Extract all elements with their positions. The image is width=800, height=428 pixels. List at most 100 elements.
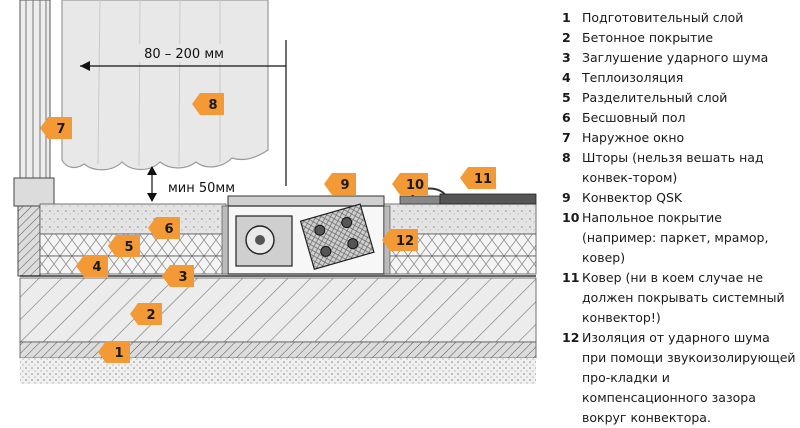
badge-label-11: 11 (474, 172, 492, 187)
legend-text: Бетонное покрытие (582, 30, 714, 45)
badge-shape-6 (148, 217, 180, 239)
curtain (61, 0, 269, 171)
curtain-fold-1 (97, 0, 101, 165)
legend-text: Шторы (нельзя вешать над конвек-торoм) (582, 150, 764, 185)
impact-layer-right (383, 255, 537, 275)
legend-text: Напольное покрытие (например: паркет, мр… (582, 210, 769, 265)
legend-number: 5 (562, 90, 571, 105)
legend-item-6: 6 Бесшовный пол (562, 108, 796, 128)
legend-text: Подготовительный слой (582, 10, 744, 25)
pipe-2 (341, 217, 353, 229)
legend-text: Заглушение ударного шума (582, 50, 769, 65)
legend-number: 7 (562, 130, 571, 145)
badge-6: 6 (148, 217, 180, 239)
badge-label-10: 10 (406, 178, 424, 193)
legend-text: Ковер (ни в коем случае не должен покрыв… (582, 270, 785, 325)
legend-number: 10 (562, 210, 580, 225)
impact-insulation-left (221, 205, 229, 275)
min-arrowhead-up (147, 166, 157, 175)
dimension-arrow: 80 – 200 мм (80, 40, 287, 186)
badge-shape-4 (76, 255, 108, 277)
badge-label-4: 4 (92, 260, 101, 275)
root: 80 – 200 мм мин 50мм (13, 0, 796, 425)
legend-item-7: 7 Наружное окно (562, 128, 796, 148)
min-arrowhead-down (147, 193, 157, 202)
badge-label-2: 2 (146, 308, 155, 323)
legend-text: Бесшовный пол (582, 110, 686, 125)
badge-shape-11 (460, 167, 496, 189)
dimension-label: 80 – 200 мм (144, 47, 224, 62)
badge-1: 1 (98, 341, 130, 363)
badge-12: 12 (382, 229, 418, 251)
legend-item-1: 1 Подготовительный слой (562, 8, 796, 28)
legend-text: Разделительный слой (582, 90, 728, 105)
concrete-slab (19, 277, 537, 343)
carpet (439, 193, 537, 205)
legend-text: Конвектор QSK (582, 190, 683, 205)
legend-item-4: 4 Теплоизоляция (562, 68, 796, 88)
pipe-3 (320, 245, 332, 257)
badge-label-9: 9 (340, 178, 349, 193)
legend-number: 2 (562, 30, 571, 45)
legend-number: 12 (562, 330, 580, 345)
impact-layer-left (39, 255, 227, 275)
badge-3: 3 (162, 265, 194, 287)
floor-finish (399, 187, 537, 205)
legend-text: Теплоизоляция (582, 70, 684, 85)
legend-number: 1 (562, 10, 571, 25)
min-label: мин 50мм (168, 181, 235, 196)
heat-exchanger-body (299, 203, 375, 271)
window (13, 0, 55, 277)
badge-label-8: 8 (208, 98, 217, 113)
badge-9: 9 (324, 173, 356, 195)
badge-7: 7 (40, 117, 72, 139)
badge-5: 5 (108, 235, 140, 257)
gravel-base (20, 358, 536, 384)
pipe-4 (347, 238, 359, 250)
badge-4: 4 (76, 255, 108, 277)
curtain-shape (61, 0, 269, 171)
floor-convector-diagram: 80 – 200 мм мин 50мм (13, 0, 537, 384)
convector (221, 195, 391, 275)
legend-item-9: 9 Конвектор QSK (562, 188, 796, 208)
badge-8: 8 (192, 93, 224, 115)
legend-item-3: 3 Заглушение ударного шума (562, 48, 796, 68)
badge-shape-8 (192, 93, 224, 115)
legend-number: 4 (562, 70, 571, 85)
badge-11: 11 (460, 167, 496, 189)
prep-layer (19, 341, 537, 359)
badge-shape-9 (324, 173, 356, 195)
legend-number: 3 (562, 50, 571, 65)
curtain-fold-3 (178, 0, 181, 167)
badge-shape-2 (130, 303, 162, 325)
dimension-arrowhead-left (80, 61, 90, 71)
badge-2: 2 (130, 303, 162, 325)
badge-label-7: 7 (56, 122, 65, 137)
badge-shape-7 (40, 117, 72, 139)
legend-item-2: 2 Бетонное покрытие (562, 28, 796, 48)
badge-shape-10 (392, 173, 428, 195)
legend-text: Наружное окно (582, 130, 685, 145)
window-wall-block (17, 205, 41, 277)
legend-number: 9 (562, 190, 571, 205)
badge-shape-5 (108, 235, 140, 257)
parquet-strip (399, 195, 441, 205)
badge-label-12: 12 (396, 234, 414, 249)
pipe-1 (314, 224, 326, 236)
dimension-label-bg (136, 44, 232, 62)
curtain-fold-2 (138, 0, 141, 167)
legend: 1 Подготовительный слой 2 Бетонное покрытие… (562, 8, 796, 428)
badge-10: 10 (392, 173, 428, 195)
legend-text: Изоляция от ударного шума при помощи зву… (582, 330, 796, 425)
heat-exchanger (299, 203, 375, 271)
legend-number: 6 (562, 110, 571, 125)
badge-label-5: 5 (124, 240, 133, 255)
badge-shape-12 (382, 229, 418, 251)
badge-label-1: 1 (114, 346, 123, 361)
window-sill (13, 177, 55, 207)
